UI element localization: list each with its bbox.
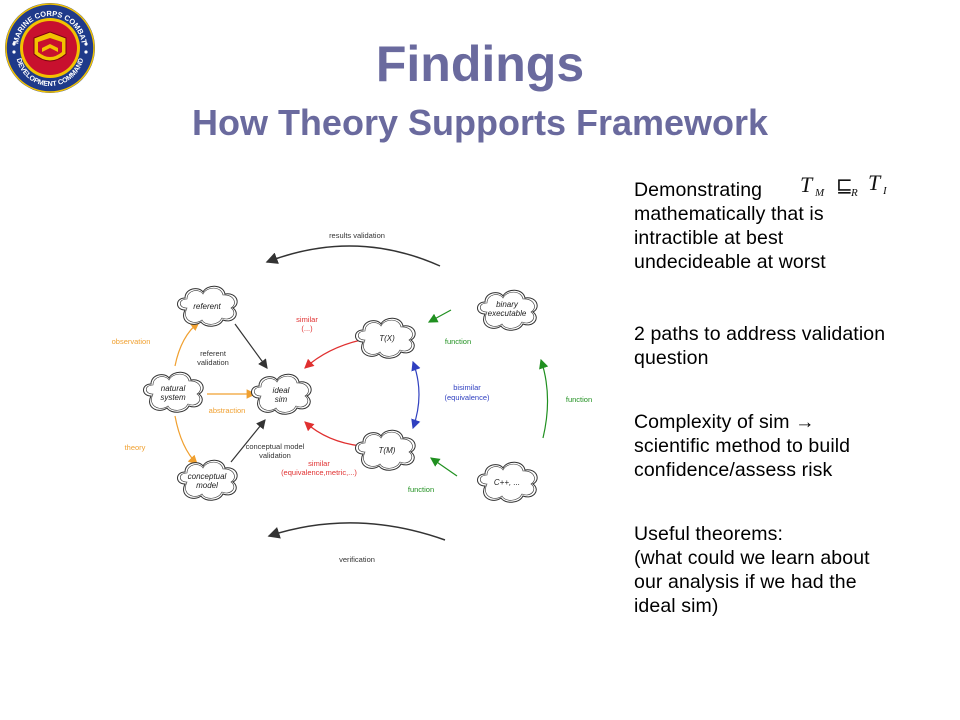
node-natural-system-2: system [160, 393, 186, 402]
p3-line-2: scientific method to build [634, 435, 851, 457]
formula-left: T [800, 172, 814, 197]
node-ideal-sim-2: sim [275, 395, 288, 404]
p2-line-2: question [634, 347, 709, 369]
refinement-formula: T M ⊑ R T I [800, 172, 888, 199]
label-theory: theory [125, 443, 146, 452]
p4-line-1: Useful theorems: [634, 523, 783, 545]
formula-operator: ⊑ [836, 175, 853, 197]
node-binary-executable-2: executable [488, 309, 527, 318]
p4-line-3: our analysis if we had the [634, 571, 857, 593]
p2-line-1: 2 paths to address validation [634, 323, 886, 345]
paragraph-theorems: Useful theorems: (what could we learn ab… [634, 522, 954, 618]
label-observation: observation [112, 337, 151, 346]
node-tm: T(M) [379, 446, 396, 455]
label-similar-top: similar [296, 315, 318, 324]
paragraph-complexity: Complexity of sim → scientific method to… [634, 410, 954, 482]
node-conceptual-model: conceptual [188, 472, 227, 481]
label-referent-validation-2: validation [197, 358, 229, 367]
node-binary-executable: binary [496, 300, 519, 309]
node-tx: T(X) [379, 334, 395, 343]
label-abstraction: abstraction [209, 406, 246, 415]
formula-left-sub: M [814, 187, 825, 199]
formula-op-sub: R [850, 187, 858, 199]
p1-line-4: undecideable at worst [634, 251, 826, 273]
framework-diagram: referent natural system conceptual model… [112, 231, 593, 564]
slide-subtitle: How Theory Supports Framework [191, 102, 769, 143]
formula-right: T [868, 172, 882, 195]
label-referent-validation: referent [200, 349, 227, 358]
p1-line-1: Demonstrating [634, 179, 763, 201]
slide-title: Findings [375, 36, 585, 92]
label-similar-bottom: similar [308, 459, 330, 468]
node-cpp: C++, ... [494, 478, 520, 487]
label-similar-bottom-2: (equivalence,metric,...) [281, 468, 357, 477]
label-function-bottom: function [408, 485, 434, 494]
paragraph-demonstrating: Demonstrating mathematically that is int… [634, 178, 954, 274]
p4-line-2: (what could we learn about [634, 547, 870, 569]
node-ideal-sim: ideal [273, 386, 290, 395]
p1-line-2: mathematically that is [634, 203, 824, 225]
label-function-right: function [566, 395, 592, 404]
label-bisimilar-2: (equivalence) [444, 393, 490, 402]
label-verification: verification [339, 555, 375, 564]
p1-line-3: intractible at best [634, 227, 784, 249]
node-natural-system: natural [161, 384, 186, 393]
label-bisimilar: bisimilar [453, 383, 481, 392]
label-conceptual-validation: conceptual model [246, 442, 305, 451]
p4-line-4: ideal sim) [634, 595, 719, 617]
node-referent: referent [193, 302, 221, 311]
label-function-top: function [445, 337, 471, 346]
p3-line-1: Complexity of sim → [634, 411, 815, 433]
formula-right-sub: I [882, 185, 888, 197]
node-conceptual-model-2: model [196, 481, 218, 490]
mccdc-logo: MARINE CORPS COMBAT DEVELOPMENT COMMAND [5, 3, 95, 93]
label-similar-top-2: (...) [301, 324, 313, 333]
label-results-validation: results validation [329, 231, 385, 240]
label-conceptual-validation-2: validation [259, 451, 291, 460]
p3-line-3: confidence/assess risk [634, 459, 833, 481]
paragraph-paths: 2 paths to address validation question [634, 322, 954, 370]
